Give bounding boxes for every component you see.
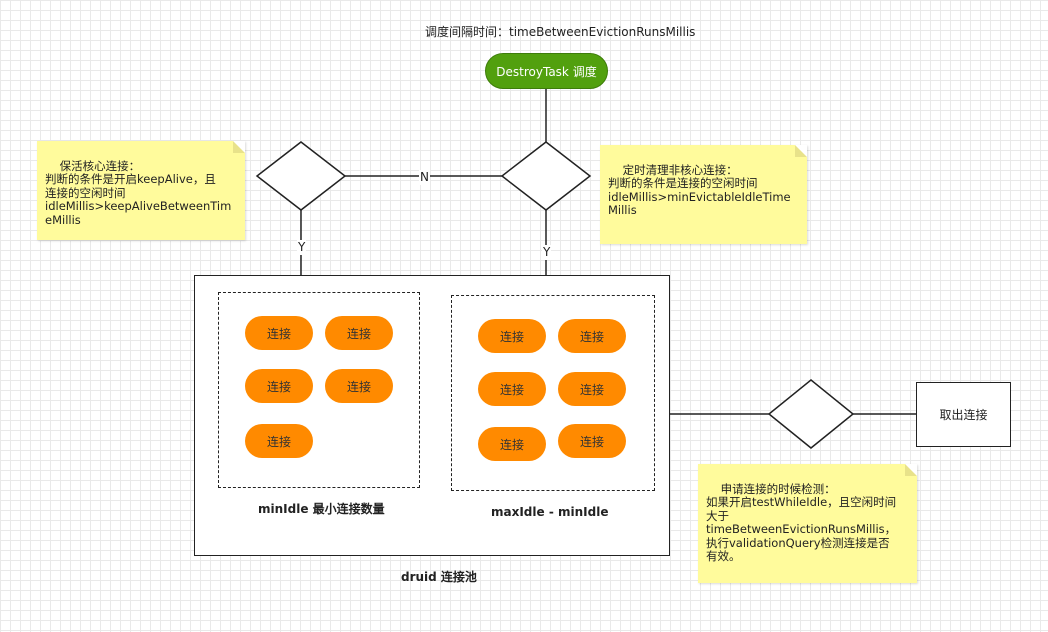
right-decision-diamond xyxy=(500,141,592,211)
bottom-note: 申请连接的时候检测： 如果开启testWhileIdle，且空闲时间 大于 ti… xyxy=(698,464,917,583)
note-fold-corner xyxy=(233,141,245,153)
connection-node: 连接 xyxy=(558,372,626,406)
destroy-task-node: DestroyTask 调度 xyxy=(485,53,608,89)
left-decision-diamond xyxy=(255,141,347,211)
check-decision-diamond xyxy=(767,379,855,449)
pool-label: druid 连接池 xyxy=(401,570,477,584)
edge-label-y-left: Y xyxy=(297,240,307,255)
min-idle-group xyxy=(218,292,420,488)
connection-node: 连接 xyxy=(478,427,546,461)
edge-label-y-right: Y xyxy=(542,245,552,260)
right-note-text: 定时清理非核心连接： 判断的条件是连接的空闲时间 idleMillis>minE… xyxy=(608,162,791,217)
left-note-text: 保活核心连接： 判断的条件是开启keepAlive，且 连接的空闲时间 idle… xyxy=(45,158,232,227)
connection-node: 连接 xyxy=(558,424,626,458)
connection-node: 连接 xyxy=(325,369,393,403)
edge-label-n: N xyxy=(419,170,430,185)
bottom-note-text: 申请连接的时候检测： 如果开启testWhileIdle，且空闲时间 大于 ti… xyxy=(706,481,897,563)
connection-node: 连接 xyxy=(245,424,313,458)
max-idle-label: maxIdle - minIdle xyxy=(491,505,609,519)
connection-node: 连接 xyxy=(245,369,313,403)
min-idle-label: minIdle 最小连接数量 xyxy=(258,502,385,516)
take-connection-node: 取出连接 xyxy=(916,382,1011,447)
max-idle-group xyxy=(451,295,655,491)
right-note: 定时清理非核心连接： 判断的条件是连接的空闲时间 idleMillis>minE… xyxy=(600,145,807,244)
note-fold-corner xyxy=(905,464,917,476)
connection-node: 连接 xyxy=(478,319,546,353)
left-note: 保活核心连接： 判断的条件是开启keepAlive，且 连接的空闲时间 idle… xyxy=(37,141,245,240)
connection-node: 连接 xyxy=(478,372,546,406)
connection-node: 连接 xyxy=(245,316,313,350)
note-fold-corner xyxy=(795,145,807,157)
connection-node: 连接 xyxy=(325,316,393,350)
connection-node: 连接 xyxy=(558,319,626,353)
schedule-interval-label: 调度间隔时间：timeBetweenEvictionRunsMillis xyxy=(425,25,696,39)
